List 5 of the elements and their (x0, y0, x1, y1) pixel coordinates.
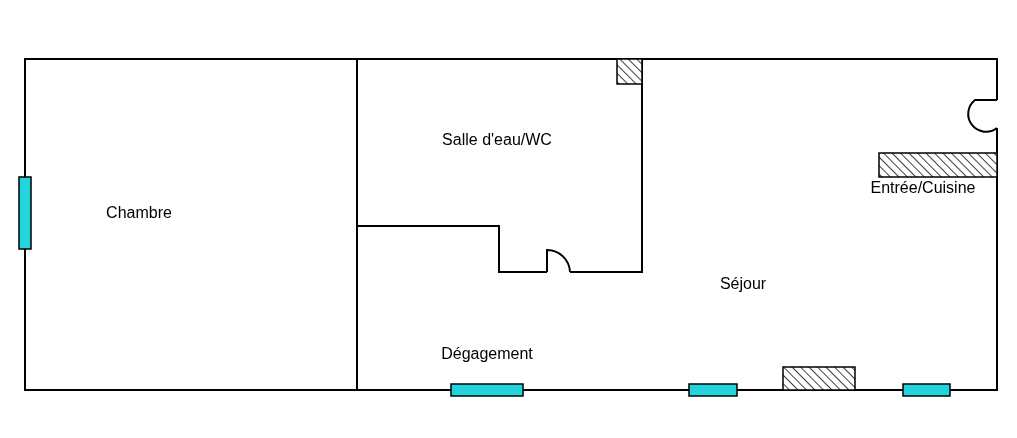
room-label: Chambre (106, 204, 172, 222)
room-label: Dégagement (441, 345, 533, 363)
room-label: Séjour (719, 275, 767, 293)
room-label: Salle d'eau/WC (442, 131, 552, 149)
room-label: Entrée/Cuisine (870, 179, 976, 197)
